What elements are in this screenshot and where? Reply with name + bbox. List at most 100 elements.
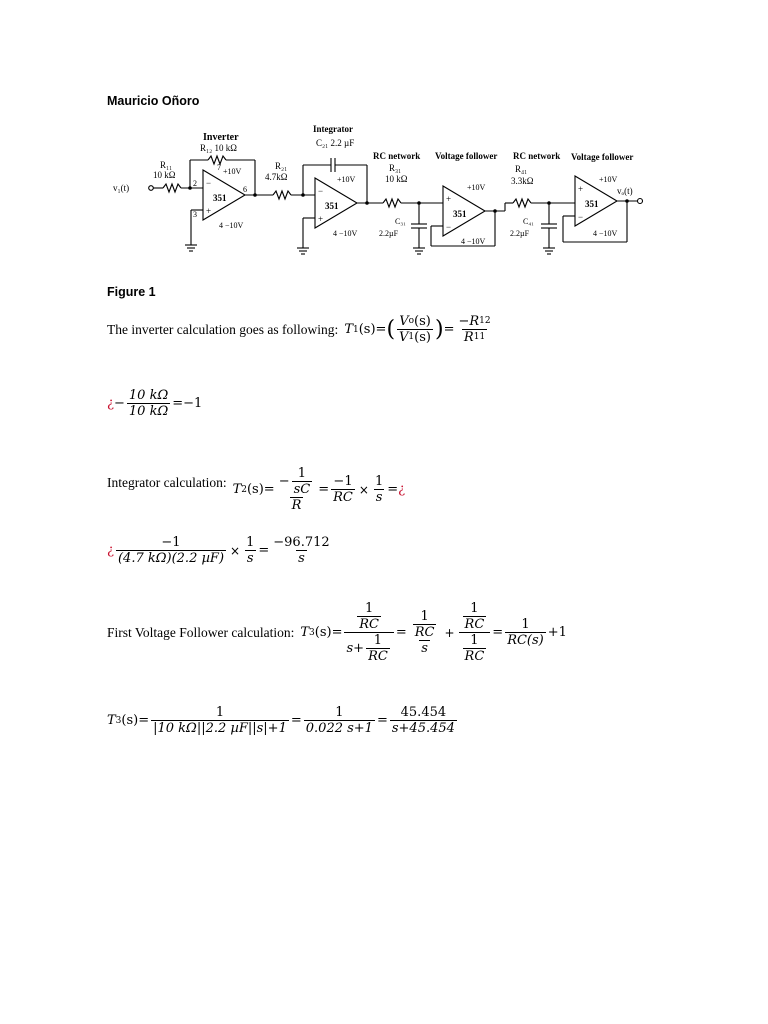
eq6-equals: =	[290, 713, 302, 728]
eq5-d-num: 1	[521, 617, 530, 632]
output-label: vₒ(t)	[617, 186, 633, 196]
circuit-diagram: Inverter R₁₂ 10 kΩ R₁₁ 10 kΩ v₁(t) 2 3 −…	[113, 124, 644, 255]
rc1-title: RC network	[373, 151, 420, 161]
inverter-text: The inverter calculation goes as followi…	[107, 321, 339, 337]
eq1-lhs-arg: (s)=	[358, 322, 387, 337]
opamp2-plus: +	[318, 214, 323, 224]
opamp4-neg-supply: −10V	[599, 229, 618, 238]
r41-name: R₄₁	[515, 164, 527, 174]
eq1-right-paren: )	[434, 316, 444, 342]
eq1-den-arg: (s)	[414, 330, 431, 345]
eq5-c-num-num: 1	[470, 601, 479, 616]
eq3-T-sub: 2	[241, 484, 247, 495]
eq5-plus: +	[444, 625, 455, 640]
vf1-title: Voltage follower	[435, 151, 497, 161]
eq5-c-den-den: RC	[462, 648, 487, 664]
eq6-T-sub: 3	[115, 715, 122, 726]
r31-value: 10 kΩ	[385, 174, 408, 184]
opamp3-minus: −	[446, 222, 451, 232]
opamp4-label: 351	[585, 199, 599, 209]
opamp2-label: 351	[325, 201, 339, 211]
eq6-f3-den: s+45.454	[389, 720, 457, 736]
eq4-mark: ¿	[107, 543, 114, 558]
eq1-den-V: V	[399, 330, 409, 345]
eq6-f3-num: 45.454	[400, 705, 447, 720]
eq5-a-den-s: s+	[346, 641, 365, 656]
c31-value: 2.2µF	[379, 229, 399, 238]
eq6-lhs-arg: (s)=	[121, 713, 150, 728]
integrator-text: Integrator calculation:	[107, 474, 227, 490]
opamp1-pin7: 7	[217, 163, 221, 172]
eq4-fraction-2: 1 s	[244, 535, 256, 566]
eq5-a-den-num: 1	[373, 633, 383, 648]
eq3-f3-den: s	[373, 489, 385, 505]
eq5-c-num-den: RC	[462, 616, 487, 632]
eq6-f2-den: 0.022 s+1	[303, 720, 375, 736]
pin2-label: 2	[193, 179, 197, 188]
eq1-rnum-sub: 12	[479, 316, 491, 326]
eq5-a-num-den: RC	[357, 616, 382, 632]
eq1-num-sub: o	[408, 316, 414, 326]
eq5-fraction-a: 1 RC s+ 1 RC	[344, 601, 394, 664]
eq4-fraction-3: −96.712 s	[271, 535, 331, 566]
opamp1-neg-supply: −10V	[225, 221, 244, 230]
eq5-b-num-den: RC	[412, 624, 437, 640]
r11-value: 10 kΩ	[153, 170, 176, 180]
eq1-num-V: V	[399, 314, 409, 329]
c41-name: C₄₁	[523, 217, 534, 226]
eq5-a-num-num: 1	[365, 601, 374, 616]
eq5-T: T	[300, 625, 310, 640]
eq1-T-sub: 1	[352, 324, 359, 335]
eq4-f2-num: 1	[246, 535, 255, 550]
eq5-fraction-c: 1 RC 1 RC	[458, 601, 491, 664]
eq3-inner-num: 1	[297, 466, 307, 481]
eq6-f2-num: 1	[335, 705, 344, 720]
eq2-num: 10 kΩ	[128, 388, 169, 403]
inverter-title: Inverter	[203, 132, 239, 143]
eq5-fraction-d: 1 RC(s)	[505, 617, 546, 648]
opamp4-pin4: 4	[593, 229, 597, 238]
opamp4-pos-supply: +10V	[599, 175, 618, 184]
eq2-minus: −	[113, 396, 125, 411]
c21-label: C₂₁ 2.2 µF	[316, 138, 354, 148]
r41-value: 3.3kΩ	[511, 176, 534, 186]
opamp2-pos-supply: +10V	[337, 175, 356, 184]
eq4-equals: =	[258, 543, 270, 558]
eq6-f1-den: |10 kΩ||2.2 µF||s|+1	[151, 720, 289, 736]
eq5-T-sub: 3	[309, 627, 315, 638]
eq5-b-den: s	[419, 640, 430, 656]
figure-label: Figure 1	[107, 285, 156, 299]
eq4-f2-den: s	[244, 550, 256, 566]
eq6-f1-num: 1	[215, 705, 225, 720]
eq3-lhs-arg: (s)=	[246, 482, 275, 497]
rc2-title: RC network	[513, 151, 560, 161]
r31-name: R₃₁	[389, 163, 401, 173]
eq1-left-paren: (	[386, 316, 396, 342]
eq3-T: T	[232, 482, 242, 497]
eq5-b-num-num: 1	[420, 609, 429, 624]
eq3-mark: ¿	[398, 482, 406, 497]
eq3-f3-num: 1	[374, 474, 384, 489]
voltage-follower-text: First Voltage Follower calculation:	[107, 624, 295, 640]
eq3-compound-fraction: − 1 sC R	[277, 466, 317, 513]
eq3-fraction-2: −1 RC	[331, 474, 355, 505]
eq5-a-den-den: RC	[366, 648, 390, 664]
eq4-times: ×	[230, 543, 241, 558]
eq3-fraction-3: 1 s	[373, 474, 385, 505]
opamp1-pin4: 4	[219, 221, 223, 230]
eq1-den-sub: 1	[408, 332, 415, 342]
eq5-equals-2: =	[492, 625, 504, 640]
r12-label: R₁₂ 10 kΩ	[200, 143, 237, 153]
eq1-rden: R	[463, 330, 474, 345]
eq3-equals: =	[318, 482, 330, 497]
c41-value: 2.2µF	[510, 229, 530, 238]
opamp3-pos-supply: +10V	[467, 183, 486, 192]
opamp2-minus: −	[318, 186, 323, 196]
author-name: Mauricio Oñoro	[107, 94, 200, 108]
eq2-mark: ¿	[107, 396, 114, 411]
eq6-fraction-3: 45.454 s+45.454	[389, 705, 457, 736]
